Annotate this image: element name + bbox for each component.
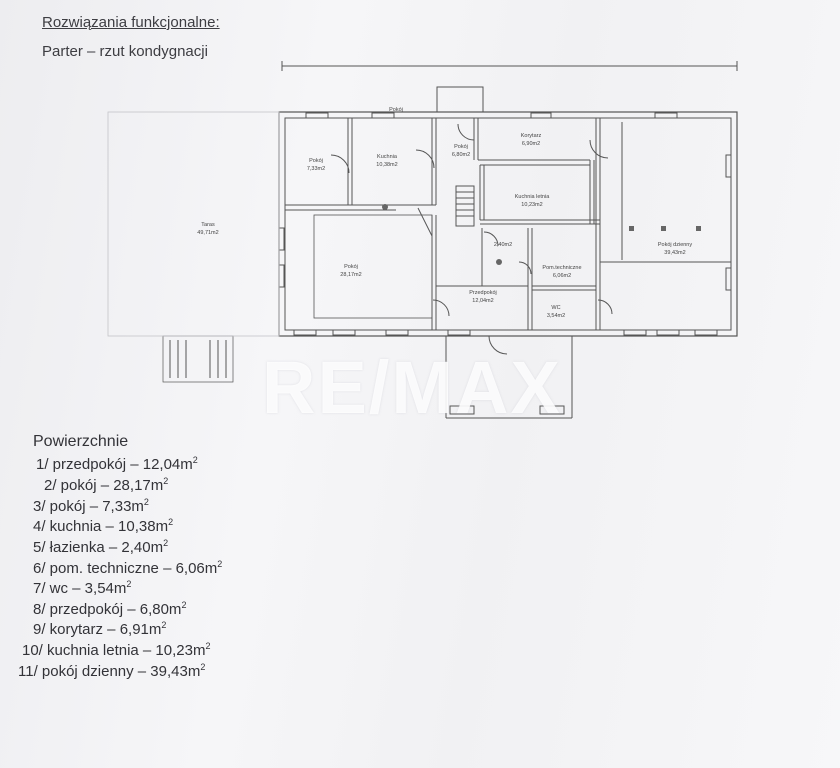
room-name: Pokój <box>344 264 358 270</box>
room-area: 12,04m2 <box>472 298 493 304</box>
area-list-item: 10/ kuchnia letnia – 10,23m2 <box>22 641 211 659</box>
room-area: 3,54m2 <box>547 313 565 319</box>
room-name: Pokój <box>454 144 468 150</box>
areas-heading: Powierzchnie <box>33 433 129 450</box>
room-area: 7,33m2 <box>307 166 325 172</box>
room-name: Pokój <box>309 158 323 164</box>
porch-top <box>436 86 484 113</box>
room-area: 6,90m2 <box>522 141 540 147</box>
terrace-outline <box>107 111 280 337</box>
room-area: 6,80m2 <box>452 152 470 158</box>
room-name: Korytarz <box>521 133 542 139</box>
room-name: Pom.techniczne <box>542 265 581 271</box>
room-area: 39,43m2 <box>664 250 685 256</box>
page-title: Rozwiązania funkcjonalne: <box>42 14 220 31</box>
room-area: 6,06m2 <box>553 273 571 279</box>
porch-label: Pokój <box>389 107 403 113</box>
room-area: 10,23m2 <box>521 202 542 208</box>
remax-watermark: RE/MAX <box>262 346 562 429</box>
area-list-item: 5/ łazienka – 2,40m2 <box>33 538 169 556</box>
room-name: Kuchnia letnia <box>515 194 550 200</box>
room-name: WC <box>551 305 560 311</box>
area-list-item: 3/ pokój – 7,33m2 <box>33 497 149 515</box>
area-list-item: 7/ wc – 3,54m2 <box>33 579 132 597</box>
area-list-item: 2/ pokój – 28,17m2 <box>44 476 169 494</box>
room-name: Pokój dzienny <box>658 242 692 248</box>
area-list-item: 1/ przedpokój – 12,04m2 <box>36 455 198 473</box>
room-name: Kuchnia <box>377 154 398 160</box>
page-subtitle: Parter – rzut kondygnacji <box>42 43 208 60</box>
room-name: 2,40m2 <box>494 242 512 248</box>
room-area: 10,38m2 <box>376 162 397 168</box>
floor-plan: Pokój Pokój 7,33m2 Kuchnia 10,38m2 Pokój… <box>107 61 738 419</box>
area-list-item: 6/ pom. techniczne – 6,06m2 <box>33 559 223 577</box>
area-list-item: 11/ pokój dzienny – 39,43m2 <box>18 662 206 680</box>
area-list-item: 9/ korytarz – 6,91m2 <box>33 620 167 638</box>
area-list-item: 8/ przedpokój – 6,80m2 <box>33 600 187 618</box>
room-name: Taras <box>201 222 215 228</box>
room-name: Przedpokój <box>469 290 497 296</box>
room-area: 28,17m2 <box>340 272 361 278</box>
room-area: 49,71m2 <box>197 230 218 236</box>
area-list-item: 4/ kuchnia – 10,38m2 <box>33 517 174 535</box>
